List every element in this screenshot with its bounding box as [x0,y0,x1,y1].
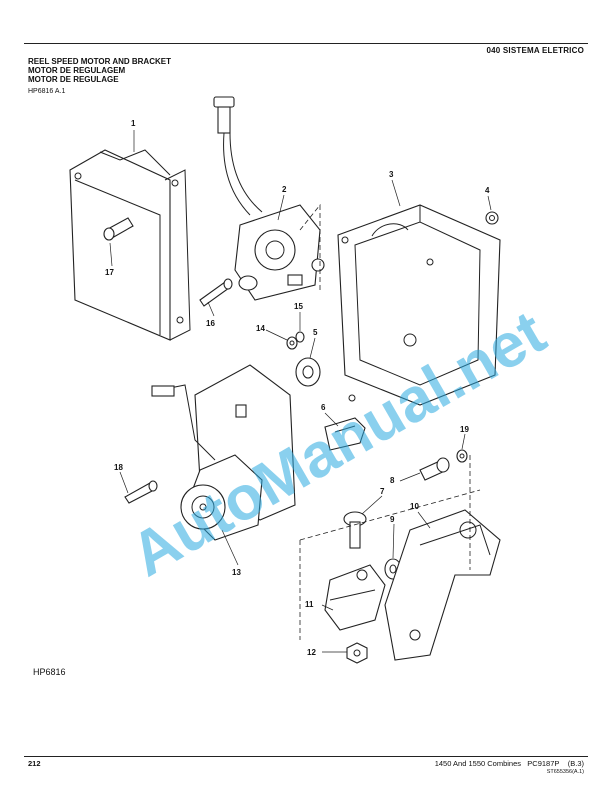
callout-9: 9 [390,515,395,524]
callout-15: 15 [294,302,303,311]
header-rule [24,43,588,44]
assembly-line-mid [299,489,481,541]
figure-reference: HP6816 A.1 [28,88,66,95]
footer-rule [24,756,588,757]
part-12-nut [346,642,368,664]
callout-11: 11 [305,600,314,609]
part-3-housing [337,204,501,406]
part-11-clamp [324,564,386,631]
callout-8: 8 [390,476,395,485]
part-19-washer [456,449,468,463]
footer-info: 1450 And 1550 Combines PC9187P (B.3) [435,759,584,768]
part-14-washer [286,336,298,350]
callout-7: 7 [380,487,385,496]
callout-4: 4 [485,186,490,195]
part-15-washer [295,331,305,343]
part-5-bushing [295,357,321,387]
callout-16: 16 [206,319,215,328]
footer-code: ST655356(A.1) [546,769,584,775]
part-8-bolt [419,457,450,481]
figure-label: HP6816 [33,667,66,677]
title-line-2: MOTOR DE REGULAGEM [28,66,126,75]
part-10-bracket [384,455,501,661]
callout-2: 2 [282,185,287,194]
part-17-screw [103,217,134,241]
part-2-potentiometer [213,96,325,301]
footer-revision: (B.3) [567,759,584,768]
part-6-connector [324,417,366,451]
callout-17: 17 [105,268,114,277]
footer-model: 1450 And 1550 Combines [434,759,522,768]
callout-3: 3 [389,170,394,179]
callout-6: 6 [321,403,326,412]
callout-1: 1 [131,119,136,128]
page-title: REEL SPEED MOTOR AND BRACKET MOTOR DE RE… [28,57,171,84]
part-18-screw [124,480,158,504]
part-7-carriage-bolt [343,511,367,549]
callout-19: 19 [460,425,469,434]
callout-14: 14 [256,324,265,333]
part-1-cover [69,149,191,341]
page-number: 212 [28,759,41,768]
title-line-1: REEL SPEED MOTOR AND BRACKET [28,57,171,66]
part-13-motor-assembly [151,364,296,541]
section-header: 040 SISTEMA ELETRICO [486,46,584,55]
part-16-screw [199,278,233,307]
callout-18: 18 [114,463,123,472]
footer-catalog: PC9187P [527,759,560,768]
callout-10: 10 [410,502,419,511]
title-line-3: MOTOR DE REGULAGE [28,75,119,84]
leader-lines [109,130,492,653]
callout-12: 12 [307,648,316,657]
part-4-nut [485,211,499,225]
callout-5: 5 [313,328,318,337]
callout-13: 13 [232,568,241,577]
